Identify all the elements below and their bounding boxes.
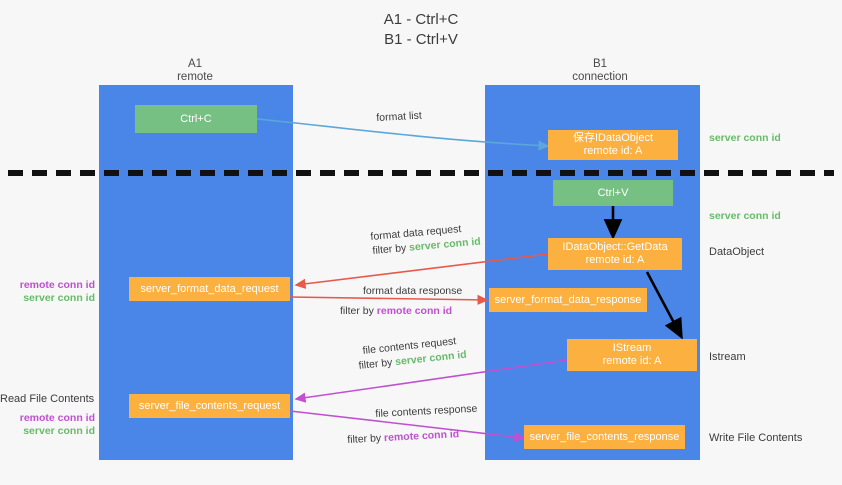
node-istream-label: IStream remote id: A — [602, 342, 662, 367]
right-label-write-file-contents: Write File Contents — [709, 432, 803, 444]
edge-label-format-data-response-filter: filter by remote conn id — [340, 305, 452, 318]
edge-label-file-contents-response: file contents response — [375, 402, 478, 420]
column-header-a1-name: A1 — [187, 58, 203, 70]
node-getdata-label: IDataObject::GetData remote id: A — [562, 241, 668, 266]
column-header-a1: A1 remote — [135, 58, 255, 84]
node-server-format-data-request[interactable]: server_format_data_request — [129, 277, 290, 301]
left-label-server-conn-id-1: server conn id — [23, 292, 95, 304]
node-server-format-data-response-label: server_format_data_response — [494, 293, 642, 306]
edge-label-format-list: format list — [376, 109, 423, 124]
node-server-file-contents-response[interactable]: server_file_contents_response — [524, 425, 685, 449]
node-getdata[interactable]: IDataObject::GetData remote id: A — [548, 238, 682, 270]
filter-prefix: filter by — [372, 241, 410, 257]
right-label-dataobject: DataObject — [709, 246, 765, 258]
node-server-file-contents-response-label: server_file_contents_response — [529, 430, 680, 443]
filter-value-remote-conn-id: remote conn id — [383, 428, 460, 445]
column-header-a1-sub: remote — [177, 71, 213, 83]
column-header-b1: B1 connection — [540, 58, 660, 84]
node-server-file-contents-request-label: server_file_contents_request — [138, 399, 281, 412]
left-label-conn-ids-2: remote conn id server conn id — [0, 412, 95, 438]
node-save-idataobject-label: 保存IDataObject remote id: A — [572, 132, 654, 157]
column-header-b1-name: B1 — [592, 58, 608, 70]
filter-prefix: filter by — [340, 305, 377, 317]
node-server-format-data-response[interactable]: server_format_data_response — [489, 288, 647, 312]
node-ctrl-v-label: Ctrl+V — [597, 186, 629, 199]
node-ctrl-c-label: Ctrl+C — [180, 112, 212, 125]
diagram-title: A1 - Ctrl+C B1 - Ctrl+V — [0, 10, 842, 50]
title-line-1: A1 - Ctrl+C — [383, 11, 459, 28]
node-server-format-data-request-label: server_format_data_request — [140, 282, 279, 295]
node-save-idataobject[interactable]: 保存IDataObject remote id: A — [548, 130, 678, 160]
column-header-b1-sub: connection — [572, 71, 628, 83]
right-label-istream: Istream — [709, 351, 746, 363]
left-label-read-file-contents: Read File Contents — [0, 393, 95, 405]
left-label-remote-conn-id-1: remote conn id — [19, 279, 95, 291]
node-ctrl-v[interactable]: Ctrl+V — [553, 180, 673, 206]
left-label-remote-conn-id-2: remote conn id — [19, 412, 95, 424]
left-label-server-conn-id-2: server conn id — [23, 425, 95, 437]
edge-label-format-data-response: format data response — [363, 285, 463, 297]
node-istream[interactable]: IStream remote id: A — [567, 339, 697, 371]
filter-prefix: filter by — [358, 356, 396, 372]
left-label-conn-ids-1: remote conn id server conn id — [0, 279, 95, 305]
edge-label-file-contents-response-filter: filter by remote conn id — [347, 428, 460, 447]
right-label-server-conn-id-mid: server conn id — [709, 210, 781, 222]
node-ctrl-c[interactable]: Ctrl+C — [135, 105, 257, 133]
right-label-server-conn-id-top: server conn id — [709, 132, 781, 144]
filter-prefix: filter by — [347, 432, 385, 446]
node-server-file-contents-request[interactable]: server_file_contents_request — [129, 394, 290, 418]
filter-value-remote-conn-id: remote conn id — [376, 305, 453, 317]
title-line-2: B1 - Ctrl+V — [384, 31, 458, 48]
